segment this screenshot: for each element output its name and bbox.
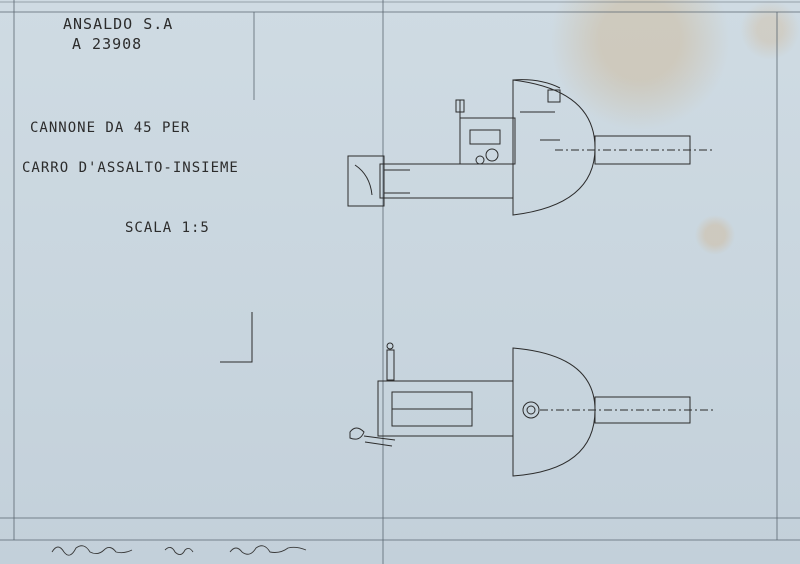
drawing-scale: SCALA 1:5 xyxy=(125,220,210,236)
gun-side-view xyxy=(349,342,715,477)
handwritten-signatures xyxy=(51,545,307,556)
drawing-title-line2: CARRO D'ASSALTO-INSIEME xyxy=(22,160,239,176)
maker-label: ANSALDO S.A xyxy=(63,15,174,33)
gun-top-view xyxy=(347,79,715,216)
drawing-number: A 23908 xyxy=(72,35,143,53)
corner-mark xyxy=(220,312,253,363)
drawing-title-line1: CANNONE DA 45 PER xyxy=(30,120,191,136)
